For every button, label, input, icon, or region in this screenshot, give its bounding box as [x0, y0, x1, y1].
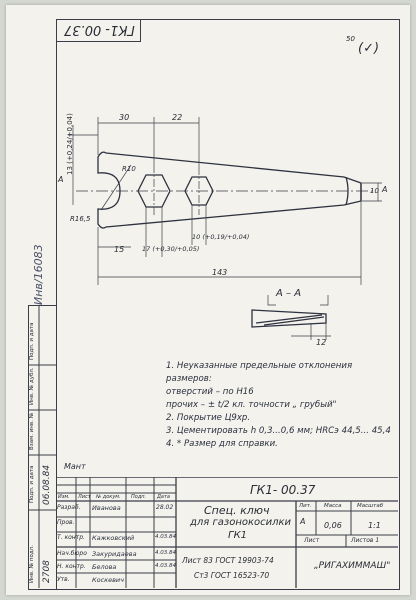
tb-litera-header: Лит.	[299, 503, 312, 509]
note-line-4: 2. Покрытие Ц9хр.	[166, 413, 251, 423]
tb-col-sign: Подп.	[131, 494, 147, 500]
tb-title-3: ГК1	[228, 530, 248, 541]
tb-col-izm: Изм.	[58, 494, 70, 500]
title-block-grid	[56, 477, 398, 588]
dim-10: 10	[370, 187, 379, 195]
tb-role-3: Нач.бюро	[57, 550, 87, 557]
tb-role-1: Пров.	[57, 519, 75, 526]
tb-material: Лист 83 ГОСТ 19903-74	[182, 556, 274, 565]
note-line-5: 3. Цементировать h 0,3...0,6 мм; HRCэ 44…	[166, 426, 391, 436]
tb-litera: А	[300, 517, 306, 526]
drawing-sheet: Инв. № подл. Подп. и дата Взам. инв. № И…	[6, 5, 410, 595]
tb-name-4: Белова	[92, 563, 117, 571]
tb-name-2: Кажковский	[92, 534, 135, 542]
tb-sheet: Лист	[304, 537, 320, 544]
wrench-drawing	[68, 117, 382, 340]
drawing-frame	[56, 19, 400, 590]
tb-date-0: 28.02	[156, 504, 174, 511]
dim-22: 22	[172, 113, 183, 122]
tb-name-5: Коскевич	[92, 576, 124, 584]
roughness-symbol: (✓)	[358, 41, 380, 56]
tb-title-2: для газонокосилки	[190, 517, 292, 528]
note-line-6: 4. * Размер для справки.	[166, 439, 278, 449]
dim-10b: 10 (+0,19/+0,04)	[192, 233, 250, 241]
tb-mass: 0,06	[324, 521, 342, 530]
tb-scale: 1:1	[368, 521, 381, 530]
technical-notes: 1. Неуказанные предельные отклонения раз…	[166, 360, 396, 451]
tb-name-3: Закуридаева	[92, 550, 137, 558]
tb-title-1: Спец. ключ	[204, 504, 270, 517]
tb-scale-header: Масштаб	[357, 503, 384, 509]
dim-30: 30	[119, 113, 130, 122]
view-mark-right: А	[382, 185, 388, 194]
tb-col-doc: № докум.	[96, 494, 121, 500]
title-block: ГК1- 00.37 Спец. ключ для газонокосилки …	[56, 477, 398, 588]
section-label: А – А	[276, 288, 302, 299]
note-line-2: отверстий – по Н16	[166, 387, 254, 397]
tb-date-4: 4.03.84	[155, 563, 176, 569]
tb-date-3: 4.03.84	[155, 550, 176, 556]
view-mark-left: А	[58, 175, 64, 184]
tb-role-2: Т. контр.	[57, 534, 85, 541]
tb-name-0: Иванова	[92, 504, 121, 512]
tb-designation: ГК1- 00.37	[250, 483, 316, 497]
binding-strip-lines	[28, 305, 56, 588]
note-line-3: прочих – ± t/2 кл. точности „ грубый"	[166, 400, 337, 410]
tb-role-5: Утв.	[57, 576, 70, 583]
tb-organization: „РИГАХИММАШ"	[314, 561, 391, 571]
dim-r65: R16,5	[70, 215, 91, 223]
designation-box: ГК1- 00.37	[56, 19, 141, 42]
binding-strip	[28, 305, 57, 590]
dim-r10: R10	[122, 165, 136, 173]
dim-13: 13 (+0,24/+0,04)	[66, 113, 74, 175]
note-line-1: размеров:	[166, 374, 212, 384]
tb-role-4: Н. контр.	[57, 563, 86, 570]
roughness-value: 50	[346, 35, 355, 43]
tb-date-2: 4.03.84	[155, 534, 176, 540]
note-line-0: 1. Неуказанные предельные отклонения	[166, 361, 353, 371]
section-dim: 12	[316, 338, 327, 347]
tb-sheets: Листов 1	[351, 537, 380, 544]
change-mark: Мант	[64, 462, 86, 471]
tb-col-list: Лист	[78, 494, 91, 500]
tb-mass-header: Масса	[324, 503, 342, 509]
dim-15: 15	[114, 245, 125, 254]
dim-17: 17 (+0,30/+0,05)	[142, 245, 200, 253]
tb-role-0: Разраб.	[57, 504, 81, 511]
tb-material-2: Ст3 ГОСТ 16523-70	[194, 571, 270, 580]
tb-col-date: Дата	[157, 494, 170, 500]
dim-143: 143	[212, 268, 228, 277]
